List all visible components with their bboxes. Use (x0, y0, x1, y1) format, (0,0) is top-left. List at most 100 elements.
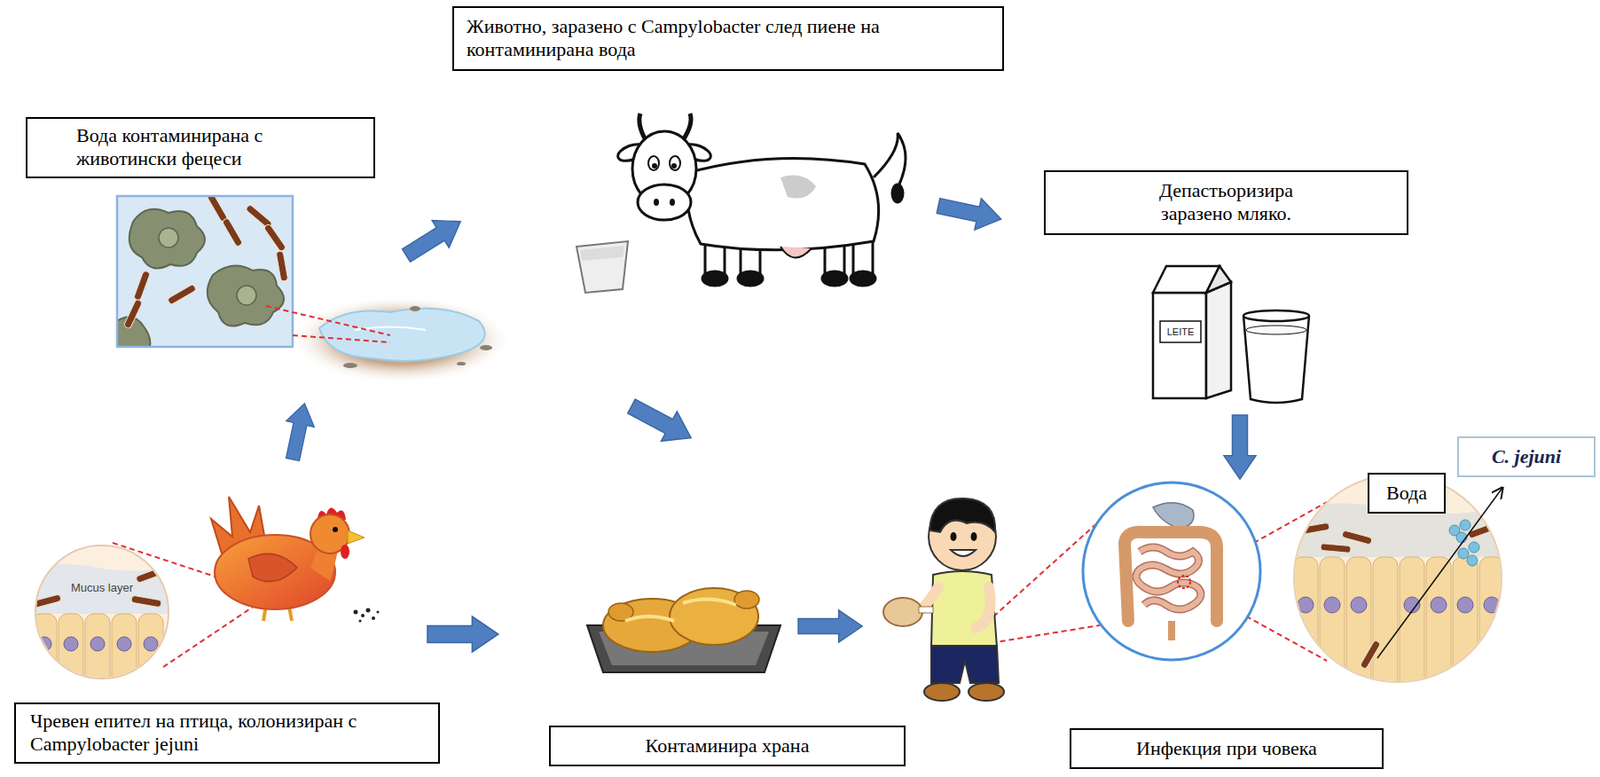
cow (702, 271, 728, 286)
water-inset (275, 250, 289, 283)
gut-inset (58, 613, 84, 694)
gut-inset (90, 636, 105, 651)
puddle (456, 361, 466, 366)
hen (359, 619, 362, 623)
label-box: Инфекция при човека (1069, 728, 1384, 769)
man (929, 498, 996, 533)
epithelium-view (1350, 596, 1367, 613)
leader-dashes (266, 305, 391, 336)
roast-chicken (734, 590, 760, 609)
gut-inset (5, 532, 187, 694)
water-inset (158, 227, 179, 248)
flow-arrow (1223, 415, 1256, 479)
cow (671, 163, 677, 169)
milk-carton (1206, 266, 1232, 293)
man (924, 682, 960, 701)
leader-dashes (292, 335, 391, 343)
hen (347, 530, 365, 544)
box-text: Вода контаминирана с животински фецеси (76, 124, 321, 172)
puddle (290, 295, 512, 385)
puddle (319, 308, 486, 361)
water-inset (236, 285, 257, 306)
man (883, 597, 923, 627)
epithelium-view (1467, 521, 1499, 539)
intestine-view (1082, 482, 1261, 660)
epithelium-view (1452, 556, 1478, 691)
man (968, 682, 1004, 701)
epithelium-view (1459, 519, 1471, 531)
cow (651, 163, 658, 169)
cow (780, 246, 812, 259)
epithelium-view (1319, 556, 1345, 691)
cow (780, 175, 816, 199)
water-inset (207, 266, 284, 327)
epithelium-view (1293, 556, 1318, 691)
cow (686, 157, 879, 250)
roast-chicken (682, 598, 737, 605)
roast-chicken (669, 588, 759, 645)
hen (211, 496, 380, 623)
intestine-view (1136, 547, 1201, 610)
gut-inset (85, 613, 110, 694)
milk-glass (1246, 325, 1307, 335)
flow-arrow (623, 391, 699, 453)
inset-frame (35, 545, 169, 679)
flow-arrow (427, 616, 499, 652)
gut-inset (117, 636, 132, 651)
man (918, 606, 934, 613)
epithelium-view (1430, 596, 1447, 613)
man (975, 587, 991, 628)
annotation-text: LEITE (1167, 326, 1195, 338)
epithelium-view (1320, 543, 1352, 554)
milk-glass (1243, 315, 1310, 403)
epithelium-view (1457, 596, 1474, 613)
water-inset (117, 196, 293, 347)
hen (332, 526, 338, 533)
hen (353, 610, 359, 615)
label-box: Контаминира храна (549, 725, 906, 767)
label-box: Депастьоризира заразено мляко. (1043, 170, 1409, 236)
box-text: Вода (1372, 481, 1441, 505)
man (883, 498, 1004, 701)
label-box: C. jejuni (1457, 436, 1596, 478)
intestine-view (1124, 532, 1217, 621)
inset-frame (117, 196, 293, 347)
cow (682, 113, 691, 141)
cow (653, 198, 659, 206)
box-text: Чревен епител на птица, колонизиран с Ca… (30, 709, 424, 757)
epithelium-view (1466, 555, 1478, 566)
flow-arrow (934, 189, 1004, 235)
flow-arrow (278, 400, 319, 463)
milk-carton (1152, 292, 1207, 399)
epithelium-view (1458, 548, 1469, 559)
box-text: C. jejuni (1464, 445, 1589, 469)
label-box: Вода контаминирана с животински фецеси (25, 117, 376, 179)
puddle (479, 345, 493, 351)
milk-carton (1206, 282, 1232, 399)
cow (850, 271, 876, 286)
man (931, 645, 999, 683)
milk-glass (1243, 310, 1310, 403)
epithelium-view (1372, 556, 1398, 691)
gut-inset (143, 636, 158, 651)
puddle (409, 305, 421, 312)
cow (669, 198, 675, 206)
puddle (343, 362, 358, 369)
man (950, 549, 976, 557)
cow (669, 156, 681, 171)
gut-inset (31, 613, 57, 694)
flow-arrow (798, 610, 863, 643)
water-bucket (576, 241, 628, 293)
hen (366, 608, 371, 613)
cow (615, 113, 906, 286)
cow (873, 133, 906, 189)
cow (822, 271, 848, 286)
water-inset (123, 298, 143, 330)
water-bucket (580, 245, 625, 261)
water-bucket (576, 241, 628, 293)
leader-dashes (112, 305, 1327, 667)
puddle (290, 295, 512, 385)
box-text: Депастьоризира заразено мляко. (1134, 179, 1318, 227)
box-text: Инфекция при човека (1080, 737, 1373, 761)
